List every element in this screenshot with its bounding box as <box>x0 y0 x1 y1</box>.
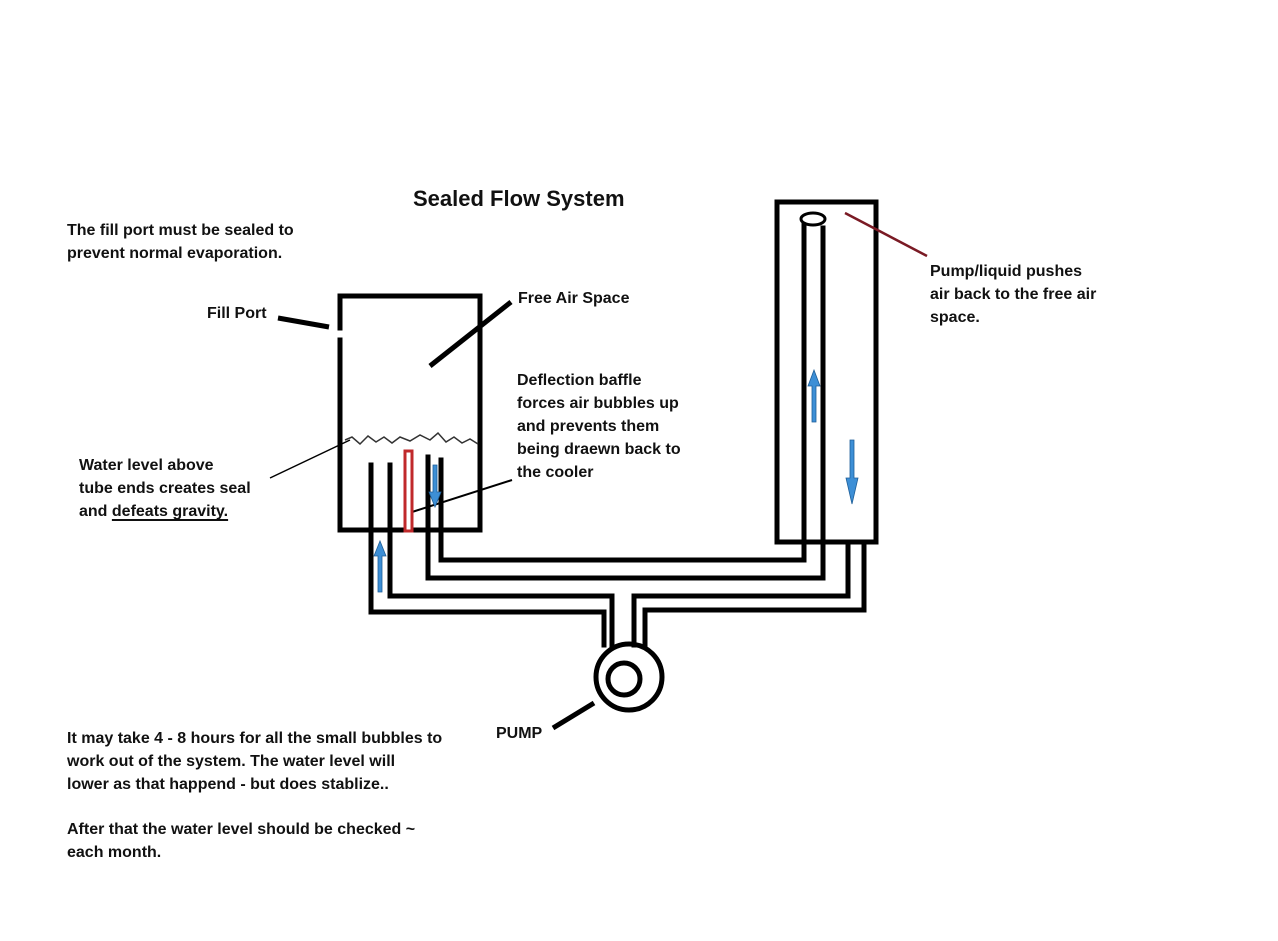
flow-arrow-up-cooler <box>807 368 821 423</box>
flow-arrow-up-left <box>373 539 387 593</box>
reservoir-tank <box>337 293 483 533</box>
flow-arrow-down-cooler <box>845 439 859 505</box>
water-level-pointer <box>269 439 351 479</box>
pump-pointer <box>551 700 596 731</box>
water-level-note-emphasis: defeats gravity. <box>111 503 229 520</box>
fill-port-note: The fill port must be sealed to prevent … <box>67 222 294 262</box>
baffle-pointer <box>411 479 513 513</box>
check-note: After that the water level should be che… <box>67 821 416 861</box>
pump-label: PUMP <box>496 725 543 742</box>
diagram-title: Sealed Flow System <box>413 186 625 211</box>
deflection-baffle <box>403 449 414 533</box>
pump-body <box>593 641 665 713</box>
bubbles-note: It may take 4 - 8 hours for all the smal… <box>67 730 443 793</box>
free-air-pointer <box>428 300 513 368</box>
fill-port-label: Fill Port <box>207 305 267 322</box>
flow-arrow-down-tank <box>428 464 442 509</box>
free-air-space-label: Free Air Space <box>518 290 630 307</box>
fill-port-pointer <box>277 315 330 330</box>
cooler-air-pointer <box>844 211 928 258</box>
baffle-note: Deflection baffle forces air bubbles up … <box>517 372 681 481</box>
cooler-box <box>774 199 879 545</box>
outer-pipe <box>368 462 867 648</box>
pipe-top-opening <box>799 211 827 227</box>
water-level-line <box>344 431 479 446</box>
water-level-note-text: Water level above tube ends creates seal… <box>79 457 251 520</box>
inner-pipe-b <box>438 219 807 563</box>
water-level-note: Water level above tube ends creates seal… <box>79 454 251 523</box>
middle-pipe <box>387 462 851 648</box>
inner-pipe-a <box>425 225 826 581</box>
pump-air-note: Pump/liquid pushes air back to the free … <box>930 263 1097 326</box>
pump-impeller <box>605 660 643 698</box>
